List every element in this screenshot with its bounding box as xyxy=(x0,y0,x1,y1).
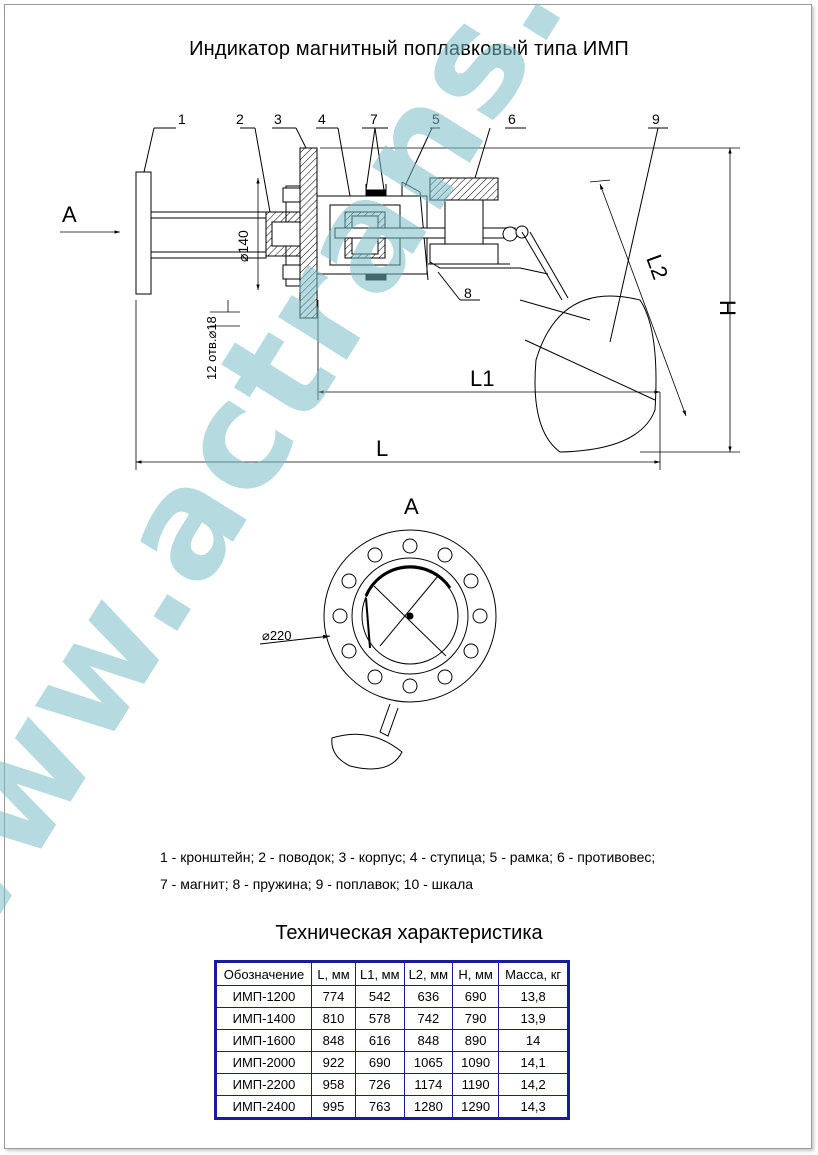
dimension-lines xyxy=(60,147,740,470)
callout-3: 3 xyxy=(274,111,282,127)
page-frame xyxy=(4,4,812,1149)
callout-6: 6 xyxy=(508,111,516,127)
cell-L1: 763 xyxy=(355,1095,405,1119)
counterweight-6 xyxy=(428,177,529,265)
cell-H: 1290 xyxy=(452,1095,500,1119)
table-row: ИМП-1600 848 616 848 890 14 xyxy=(215,1029,570,1052)
callout-8: 8 xyxy=(464,285,472,301)
col-L2-header: L2, мм xyxy=(403,961,454,986)
cell-L1: 578 xyxy=(355,1007,405,1030)
cell-L1: 690 xyxy=(355,1051,405,1074)
col-designation-header: Обозначение xyxy=(215,961,312,986)
view-arrow-label: А xyxy=(62,202,77,227)
legend-line-1: 1 - кронштейн; 2 - поводок; 3 - корпус; … xyxy=(160,849,656,865)
cell-L: 922 xyxy=(311,1051,356,1074)
callout-9: 9 xyxy=(652,111,660,127)
cell-mass: 13,8 xyxy=(498,985,570,1008)
dim-L2-label: L2 xyxy=(641,251,673,283)
cell-H: 890 xyxy=(452,1029,500,1052)
callout-1: 1 xyxy=(178,111,186,127)
cell-L: 995 xyxy=(311,1095,356,1119)
specs-title: Техническая характеристика xyxy=(275,922,543,944)
dim-L-label: L xyxy=(376,436,388,461)
cell-designation: ИМП-1400 xyxy=(215,1007,312,1030)
cell-designation: ИМП-1200 xyxy=(215,985,312,1008)
flange-bolt-holes xyxy=(332,538,488,694)
cell-L2: 1174 xyxy=(403,1073,454,1096)
diameter-140-label: ⌀140 xyxy=(235,230,251,262)
cell-L2: 1065 xyxy=(403,1051,454,1074)
cell-L: 810 xyxy=(311,1007,356,1030)
cell-L: 774 xyxy=(311,985,356,1008)
float-9 xyxy=(519,231,657,453)
spring-8 xyxy=(429,261,549,275)
diameter-220-label: ⌀220 xyxy=(262,628,292,643)
cell-L2: 1280 xyxy=(403,1095,454,1119)
cell-designation: ИМП-2400 xyxy=(215,1095,312,1119)
drawing-title: Индикатор магнитный поплавковый типа ИМП xyxy=(189,38,629,60)
col-L1-header: L1, мм xyxy=(355,961,405,986)
view-a-label: А xyxy=(404,494,419,519)
dim-L1-label: L1 xyxy=(470,366,494,391)
cell-L2: 742 xyxy=(403,1007,454,1030)
cell-mass: 14,2 xyxy=(498,1073,570,1096)
callout-4: 4 xyxy=(318,111,326,127)
holes-label: 12 отв.⌀18 xyxy=(204,316,219,380)
cell-designation: ИМП-1600 xyxy=(215,1029,312,1052)
magnets-7 xyxy=(365,184,387,281)
callout-numbers: 1 2 3 4 7 5 6 9 8 xyxy=(178,111,660,301)
callout-5: 5 xyxy=(432,111,440,127)
cell-L2: 636 xyxy=(403,985,454,1008)
callout-7: 7 xyxy=(370,111,378,127)
cell-designation: ИМП-2000 xyxy=(215,1051,312,1074)
table-row: ИМП-2200 958 726 1174 1190 14,2 xyxy=(215,1073,570,1096)
technical-drawing: 1 2 3 4 7 5 6 9 8 А ⌀140 12 отв.⌀18 L1 L… xyxy=(60,111,740,770)
cell-mass: 14 xyxy=(498,1029,570,1052)
cell-mass: 14,1 xyxy=(498,1051,570,1074)
table-row: ИМП-2000 922 690 1065 1090 14,1 xyxy=(215,1051,570,1074)
table-row: ИМП-2400 995 763 1280 1290 14,3 xyxy=(215,1095,570,1119)
cell-H: 1090 xyxy=(452,1051,500,1074)
view-a xyxy=(259,529,497,770)
cell-L1: 542 xyxy=(355,985,405,1008)
cell-designation: ИМП-2200 xyxy=(215,1073,312,1096)
col-mass-header: Масса, кг xyxy=(498,961,570,986)
table-header-row: Обозначение L, мм L1, мм L2, мм H, мм Ма… xyxy=(215,961,570,986)
cell-L: 848 xyxy=(311,1029,356,1052)
col-L-header: L, мм xyxy=(311,961,356,986)
cell-L: 958 xyxy=(311,1073,356,1096)
cell-H: 1190 xyxy=(452,1073,500,1096)
dim-H-label: H xyxy=(715,300,740,316)
table-row: ИМП-1400 810 578 742 790 13,9 xyxy=(215,1007,570,1030)
table-row: ИМП-1200 774 542 636 690 13,8 xyxy=(215,985,570,1008)
callout-2: 2 xyxy=(236,111,244,127)
cell-L1: 726 xyxy=(355,1073,405,1096)
cell-H: 790 xyxy=(452,1007,500,1030)
cell-mass: 14,3 xyxy=(498,1095,570,1119)
cell-mass: 13,9 xyxy=(498,1007,570,1030)
col-H-header: H, мм xyxy=(452,961,500,986)
bracket-1 xyxy=(135,171,267,295)
cell-L1: 616 xyxy=(355,1029,405,1052)
specs-table: Обозначение L, мм L1, мм L2, мм H, мм Ма… xyxy=(214,960,571,1120)
cell-H: 690 xyxy=(452,985,500,1008)
legend-line-2: 7 - магнит; 8 - пружина; 9 - поплавок; 1… xyxy=(160,876,474,892)
cell-L2: 848 xyxy=(403,1029,454,1052)
